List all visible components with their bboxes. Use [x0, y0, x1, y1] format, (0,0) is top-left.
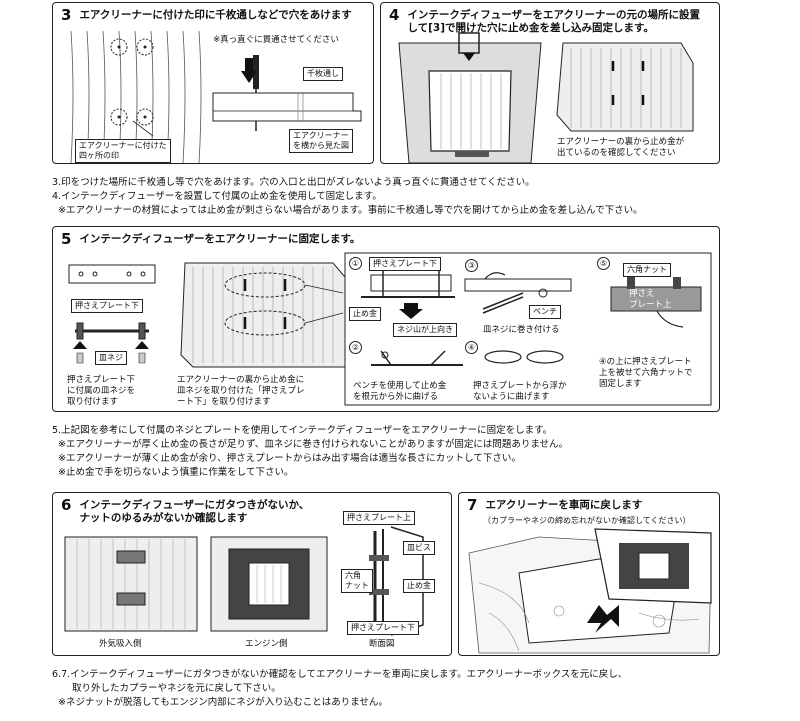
- text-c-line3: ※ネジナットが脱落してもエンジン内部にネジが入り込むことはありません。: [58, 697, 388, 708]
- step3-title: エアクリーナーに付けた印に千枚通しなどで穴をあけます: [79, 9, 352, 21]
- step3-mark-label: エアクリーナーに付けた 四ヶ所の印: [75, 139, 171, 163]
- text-b-line1: 5.上記図を参考にして付属のネジとプレートを使用してインテークディフューザーをエ…: [52, 425, 553, 436]
- step3-note: ※真っ直ぐに貫通させてください: [213, 35, 339, 45]
- step3-filter-lines: [70, 30, 362, 163]
- step5-plate-label: 押さえプレート下: [71, 299, 143, 313]
- step5-sub5-plate: 押さえ プレート上: [629, 289, 672, 310]
- step5-sub5-caption: ④の上に押さえプレート 上を被せて六角ナットで 固定します: [599, 357, 693, 389]
- step6-lower-plate: 押さえプレート下: [347, 621, 419, 635]
- step6-flat-screw: 皿ビス: [403, 541, 435, 555]
- step7-subtitle: （カプラーやネジの締め忘れがないか確認してください）: [483, 516, 691, 525]
- step7-number: 7: [467, 496, 478, 514]
- step5-sub4-caption: 押さえプレートから浮か ないように曲げます: [473, 381, 567, 402]
- step3-panel: 3 エアクリーナーに付けた印に千枚通しなどで穴をあけます ※真っ直ぐに貫通させて…: [52, 2, 374, 164]
- text-c-line2: 取り外したカプラーやネジを元に戻して下さい。: [72, 683, 281, 694]
- step6-panel: 6 インテークディフューザーにガタつきがないか、 ナットのゆるみがないか確認しま…: [52, 492, 452, 656]
- step5-sub1-clip: 止め金: [349, 307, 381, 321]
- text-a-line3: ※エアクリーナーの材質によっては止め金が刺さらない場合があります。事前に千枚通し…: [58, 205, 643, 216]
- text-a-line1: 3.印をつけた場所に千枚通し等で穴をあけます。穴の入口と出口がズレないよう真っ直…: [52, 177, 535, 188]
- step5-sub5: ⑤: [597, 257, 610, 270]
- step5-sub2: ②: [349, 341, 362, 354]
- step3-side-label: エアクリーナー を横から見た図: [289, 129, 353, 153]
- step5-left-caption: 押さえプレート下 に付属の皿ネジを 取り付けます: [67, 375, 136, 407]
- step4-illustration: [398, 32, 694, 163]
- step5-sub4: ④: [465, 341, 478, 354]
- text-b-line2: ※エアクリーナーが厚く止め金の長さが足りず、皿ネジに巻き付けられないことがありま…: [58, 439, 569, 450]
- step5-sub3-pliers: ペンチ: [529, 305, 561, 319]
- step7-panel: 7 エアクリーナーを車両に戻します （カプラーやネジの締め忘れがないか確認してく…: [458, 492, 720, 656]
- step4-number: 4: [389, 6, 400, 24]
- step6-section-label: 断面図: [369, 639, 395, 649]
- step7-illustration: [468, 528, 712, 654]
- text-b-line3: ※エアクリーナーが薄く止め金が余り、押さえプレートからはみ出す場合は適当な長さに…: [58, 453, 521, 464]
- step5-screw-label: 皿ネジ: [95, 351, 127, 365]
- step6-intake-label: 外気吸入側: [99, 639, 142, 649]
- step4-panel: 4 インテークディフューザーをエアクリーナーの元の場所に設置 して[3]で開けた…: [380, 2, 720, 164]
- step5-title: インテークディフューザーをエアクリーナーに固定します。: [79, 233, 361, 245]
- text-b-line4: ※止め金で手を切らないよう慎重に作業をして下さい。: [58, 467, 294, 478]
- step5-sub3-caption: 皿ネジに巻き付ける: [483, 325, 560, 335]
- step7-title: エアクリーナーを車両に戻します: [485, 499, 643, 511]
- step5-panel: 5 インテークディフューザーをエアクリーナーに固定します。: [52, 226, 720, 412]
- step5-sub2-caption: ペンチを使用して止め金 を根元から外に曲げる: [353, 381, 447, 402]
- text-a-line2: 4.インテークディフューザーを設置して付属の止め金を使用して固定します。: [52, 191, 382, 202]
- step5-mid-caption: エアクリーナーの裏から止め金に 皿ネジを取り付けた「押さえプレ ート下」を取り付…: [177, 375, 305, 407]
- text-c-line1: 6.7.インテークディフューザーにガタつきがないか確認をしてエアクリーナーを車両…: [52, 669, 628, 680]
- step5-number: 5: [61, 230, 72, 248]
- step6-clip: 止め金: [403, 579, 435, 593]
- step5-sub1-up: ネジ山が上向き: [393, 323, 457, 337]
- step5-illustration: [68, 252, 712, 406]
- step4-check-label: エアクリーナーの裏から止め金が 出ているのを確認してください: [557, 137, 685, 158]
- step6-number: 6: [61, 496, 72, 514]
- step3-tool-label: 千枚通し: [303, 67, 343, 81]
- step6-illustration: [64, 526, 424, 636]
- step6-title: インテークディフューザーにガタつきがないか、 ナットのゆるみがないか確認します: [79, 499, 310, 524]
- step3-number: 3: [61, 6, 72, 24]
- step5-sub1-plate: 押さえプレート下: [369, 257, 441, 271]
- step5-sub5-nut: 六角ナット: [623, 263, 671, 277]
- step4-title: インテークディフューザーをエアクリーナーの元の場所に設置 して[3]で開けた穴に…: [407, 9, 700, 34]
- step5-sub1: ①: [349, 257, 362, 270]
- step6-hex-nut: 六角 ナット: [341, 569, 373, 593]
- step5-sub3: ③: [465, 259, 478, 272]
- step6-upper-plate: 押さえプレート上: [343, 511, 415, 525]
- step6-engine-label: エンジン側: [245, 639, 288, 649]
